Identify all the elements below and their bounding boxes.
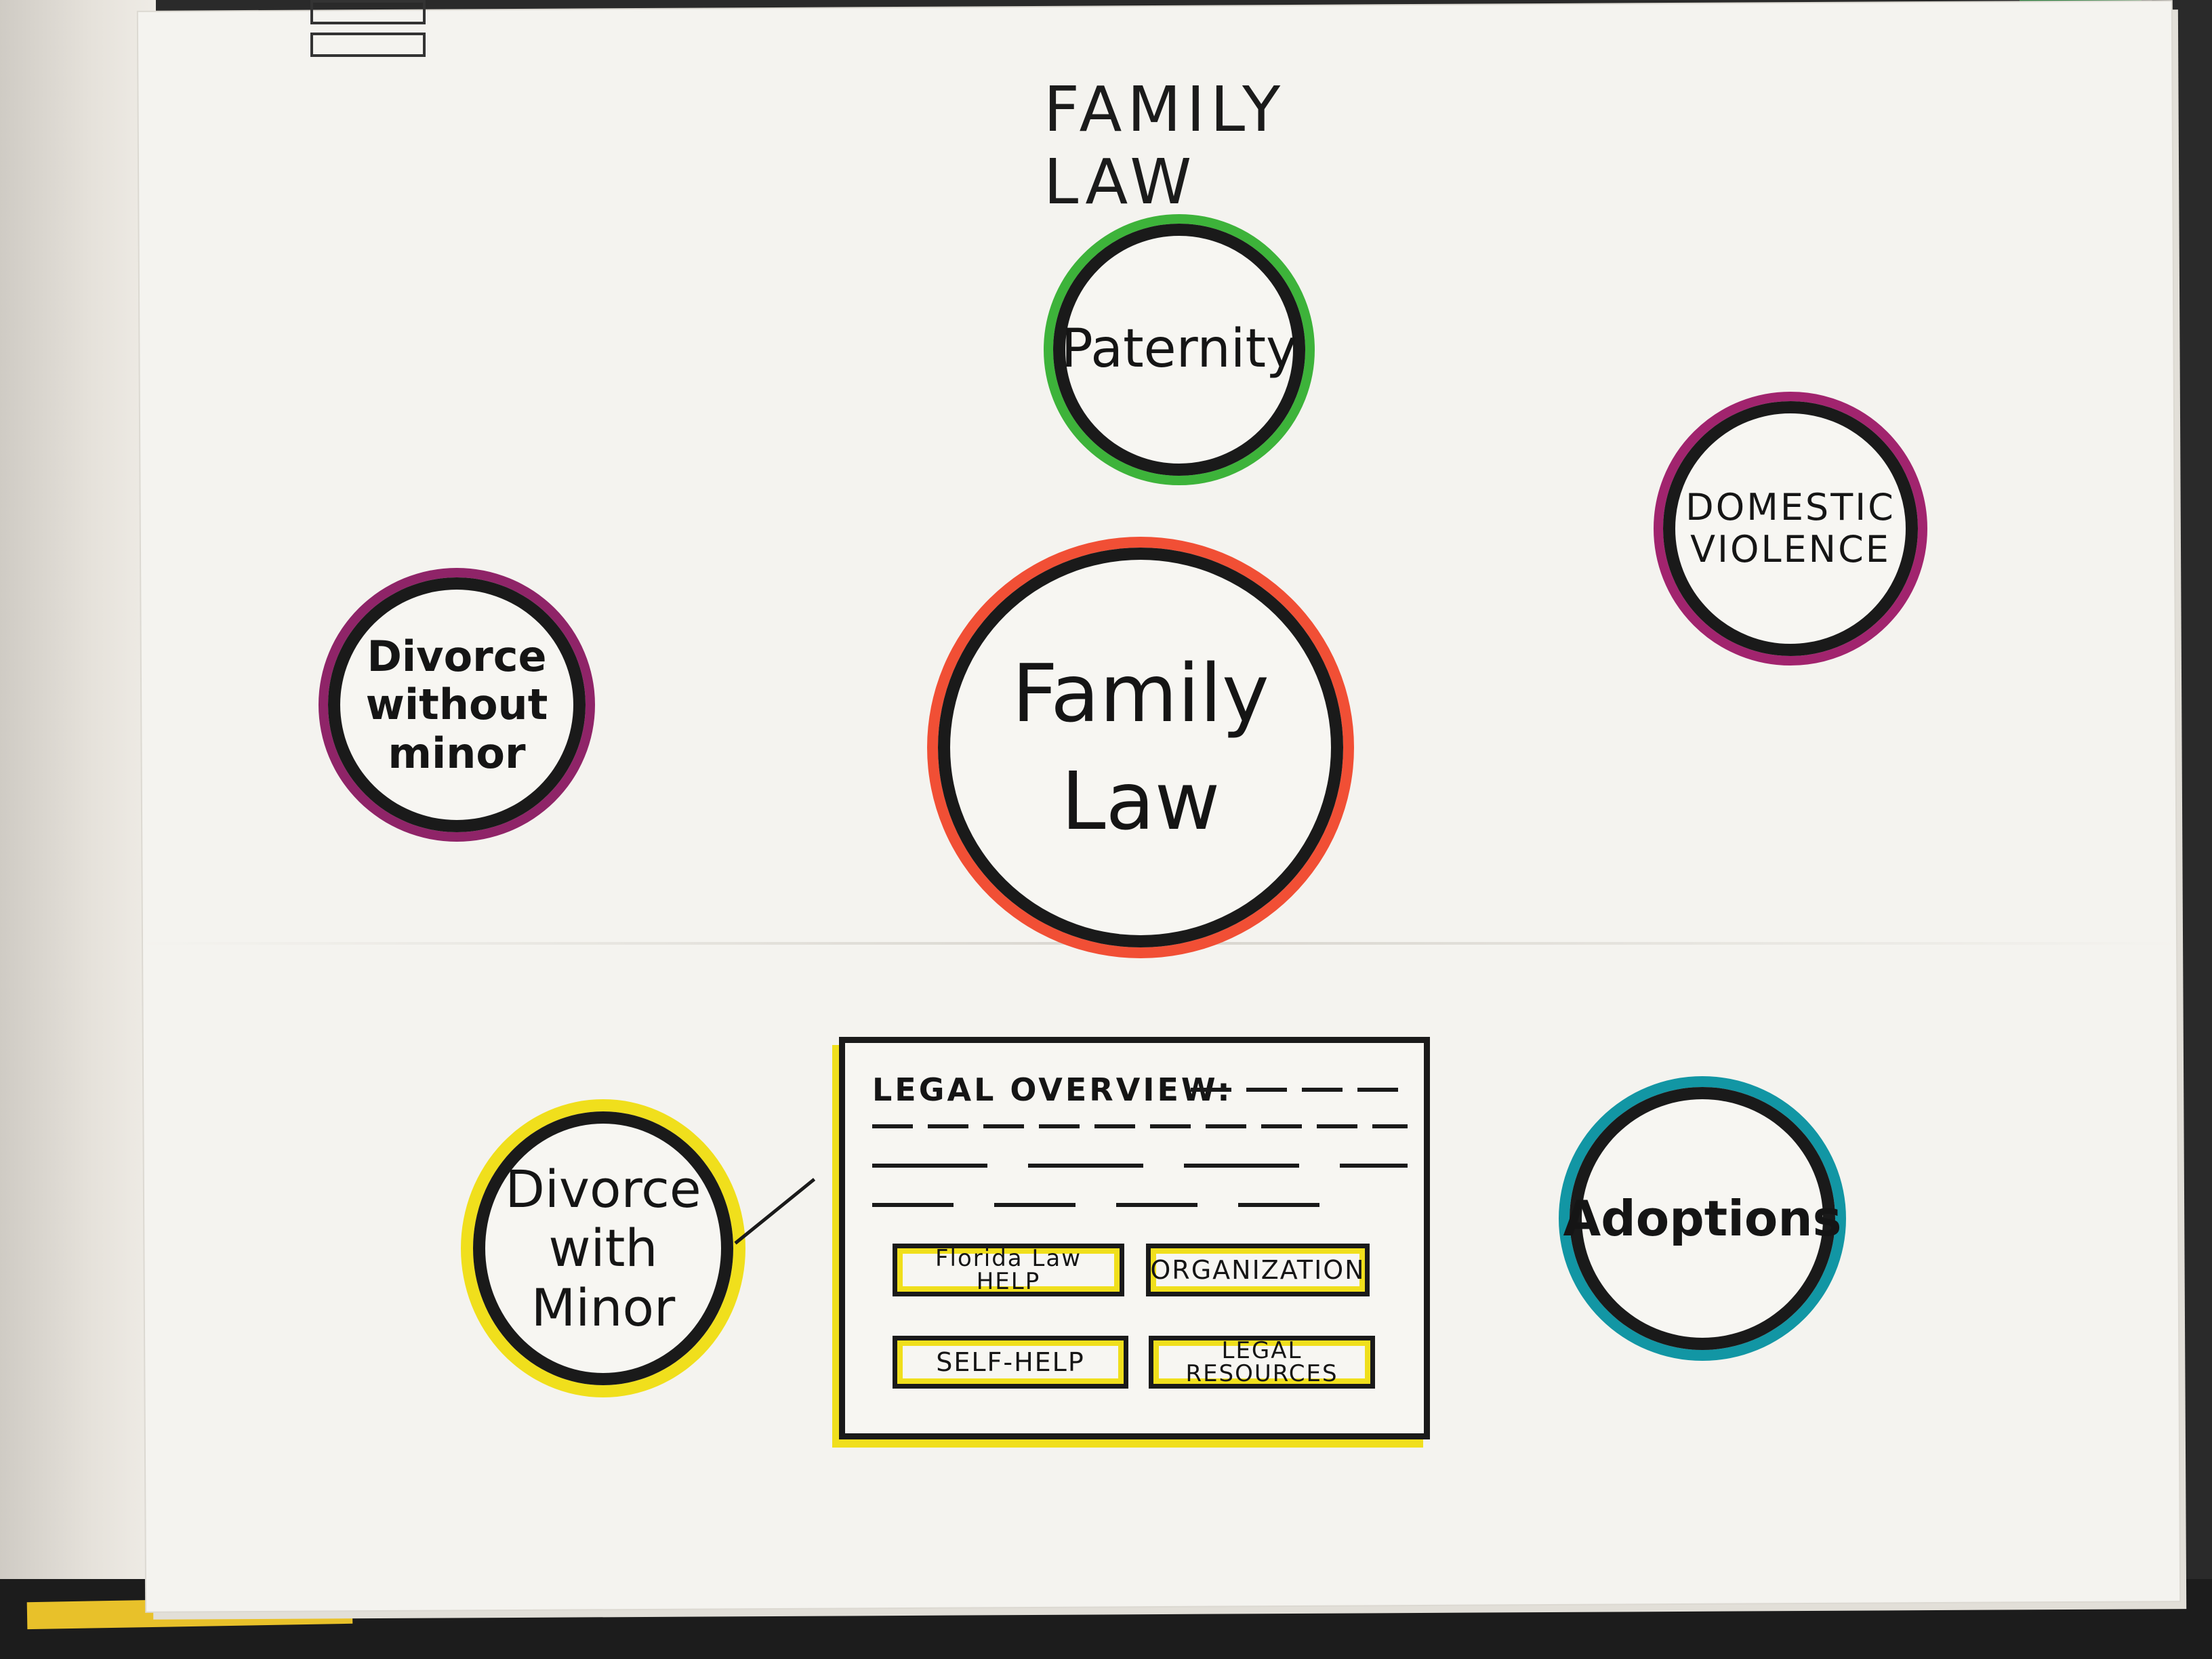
- hamburger-menu-icon[interactable]: [310, 0, 426, 65]
- legal-resources-button[interactable]: LEGAL RESOURCES: [1149, 1336, 1375, 1389]
- menu-bar: [310, 33, 426, 57]
- placeholder-text-line: [872, 1124, 1408, 1128]
- topic-label: Adoptions: [1563, 1191, 1842, 1247]
- hub-family-law[interactable]: Family Law: [927, 537, 1354, 958]
- overview-heading: LEGAL OVERVIEW:: [872, 1071, 1233, 1108]
- topic-label: Divorce without minor: [366, 632, 548, 777]
- legal-overview-panel: LEGAL OVERVIEW: Florida Law HELP ORGANIZ…: [839, 1037, 1430, 1439]
- placeholder-text-line: [872, 1164, 1408, 1168]
- topic-paternity[interactable]: Paternity: [1044, 214, 1315, 485]
- page-title: FAMILY LAW: [1044, 73, 1450, 218]
- self-help-button[interactable]: SELF-HELP: [893, 1336, 1128, 1389]
- topic-divorce-without-minor[interactable]: Divorce without minor: [319, 568, 595, 842]
- topic-divorce-with-minor[interactable]: Divorce with Minor: [461, 1099, 745, 1397]
- topic-domestic-violence[interactable]: DOMESTIC VIOLENCE: [1654, 392, 1927, 665]
- florida-law-help-button[interactable]: Florida Law HELP: [893, 1244, 1124, 1296]
- organization-button[interactable]: ORGANIZATION: [1146, 1244, 1370, 1296]
- topic-label: Paternity: [1061, 319, 1297, 380]
- topic-label: Divorce with Minor: [505, 1160, 701, 1337]
- menu-bar: [310, 0, 426, 24]
- background-wall: [0, 0, 156, 1659]
- topic-label: DOMESTIC VIOLENCE: [1685, 487, 1896, 571]
- placeholder-text-line: [872, 1203, 1360, 1207]
- hub-label: Family Law: [1012, 640, 1269, 856]
- topic-adoptions[interactable]: Adoptions: [1559, 1076, 1846, 1361]
- placeholder-text-line: [1191, 1088, 1408, 1092]
